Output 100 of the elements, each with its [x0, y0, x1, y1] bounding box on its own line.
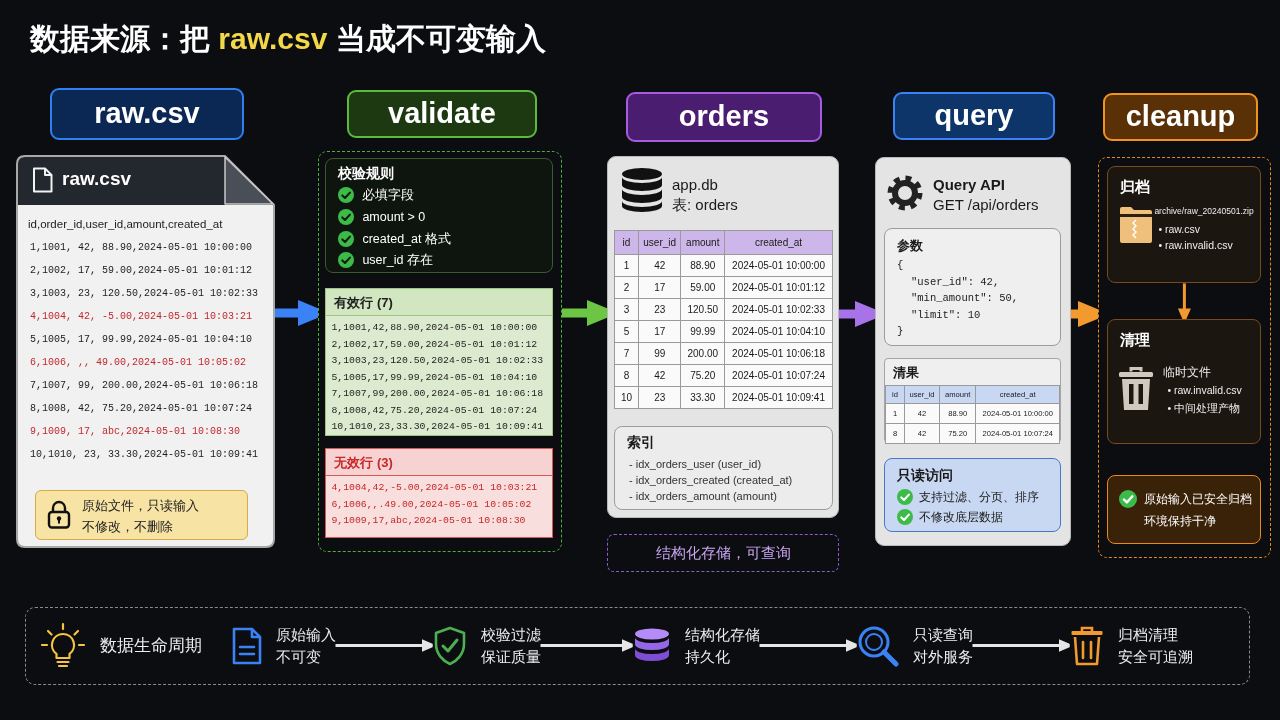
stage-header: cleanup: [1103, 93, 1258, 141]
table-name: 表: orders: [672, 195, 738, 215]
step-title: 只读查询: [912, 624, 973, 645]
csv-row-text: 2,1002, 17, 59.00,2024-05-01 10:01:12: [30, 264, 253, 278]
csv-row-text: 1,1001, 42, 88.90,2024-05-01 10:00:00: [30, 241, 253, 255]
data-row-text: 6,1006,,.49.00,2024-05-01 10:05:02: [331, 497, 532, 512]
table-cell: 8: [614, 364, 639, 387]
table-cell: 2: [614, 276, 639, 299]
card-heading: 无效行 (3): [326, 449, 553, 477]
step-subtitle: 不可变: [275, 646, 322, 667]
step-subtitle: 持久化: [684, 646, 731, 667]
table-cell: 7: [614, 342, 639, 365]
csv-row-text: 6,1006, ,, 49.00,2024-05-01 10:05:02: [30, 356, 247, 370]
csv-row-text: 3,1003, 23, 120.50,2024-05-01 10:02:33: [30, 287, 259, 301]
table-header-cell: amount: [680, 230, 725, 255]
code-line: "user_id": 42,: [911, 274, 1000, 290]
card-heading: 索引: [627, 433, 655, 452]
api-panel: [875, 157, 1071, 546]
data-row-text: 1,1001,42,88.90,2024-05-01 10:00:00: [331, 321, 538, 336]
code-line: {: [897, 258, 904, 273]
step-title: 原始输入: [275, 624, 336, 645]
stage-header: raw.csv: [50, 88, 244, 140]
file-name: raw.csv: [62, 167, 131, 191]
results-card: [884, 358, 1061, 443]
step-title: 校验过滤: [480, 624, 541, 645]
stage-header: validate: [347, 90, 537, 138]
group-frame: [318, 151, 562, 552]
rule-text: amount > 0: [362, 209, 426, 227]
step-subtitle: 保证质量: [480, 646, 541, 667]
data-row-text: 10,1010,23,33.30,2024-05-01 10:09:41: [331, 420, 544, 435]
page-title: 数据来源：把 raw.csv 当成不可变输入: [30, 21, 546, 57]
api-endpoint: GET /api/orders: [933, 195, 1039, 215]
card-heading: 归档: [1120, 177, 1151, 198]
card-heading: 清理: [1120, 330, 1151, 351]
file-item: • 中间处理产物: [1167, 401, 1240, 417]
data-row-text: 8,1008,42,75.20,2024-05-01 10:07:24: [331, 403, 538, 418]
file-item: • raw.invalid.csv: [1158, 238, 1233, 254]
card-heading: 有效行 (7): [326, 289, 553, 317]
stage-header: query: [893, 92, 1055, 140]
storage-note: 结构化存储，可查询: [607, 534, 839, 572]
status-text: 原始输入已安全归档: [1144, 491, 1253, 509]
file-item: • raw.csv: [1158, 222, 1200, 238]
index-item: - idx_orders_user (user_id): [629, 457, 762, 472]
card-heading: 清果: [893, 364, 919, 382]
step-title: 归档清理: [1117, 624, 1179, 645]
csv-header-row-text: id,order_id,user_id,amount,created_at: [28, 217, 223, 232]
api-title: Query API: [933, 175, 1005, 195]
step-subtitle: 安全可追溯: [1117, 646, 1193, 667]
valid-rows-card: [325, 288, 554, 437]
csv-row-text: 5,1005, 17, 99.99,2024-05-01 10:04:10: [30, 333, 253, 347]
status-card: [1107, 475, 1262, 545]
code-line: "min_amount": 50,: [911, 291, 1019, 306]
index-card: [614, 426, 833, 510]
table-header-cell: created_at: [724, 230, 833, 255]
step-title: 结构化存储: [684, 624, 760, 645]
archive-card: [1107, 166, 1262, 284]
database-name: app.db: [672, 175, 718, 195]
table-cell: 10: [614, 386, 639, 409]
invalid-rows-card: [325, 448, 554, 539]
file-group-label: 临时文件: [1163, 365, 1212, 381]
code-line: "limit": 10: [911, 307, 981, 323]
rule-text: user_id 存在: [362, 252, 433, 270]
table-header-cell: user_id: [638, 230, 681, 255]
data-row-text: 9,1009,17,abc,2024-05-01 10:08:30: [331, 514, 526, 529]
csv-file-panel: [16, 155, 275, 548]
data-row-text: 2,1002,17,59.00,2024-05-01 10:01:12: [331, 337, 538, 352]
group-frame: [1098, 157, 1271, 558]
csv-row-text: 9,1009, 17, abc,2024-05-01 10:08:30: [30, 425, 241, 439]
lifecycle-band: [25, 607, 1250, 685]
data-row-text: 3,1003,23,120.50,2024-05-01 10:02:33: [331, 354, 544, 369]
csv-row-text: 4,1004, 42, -5.00,2024-05-01 10:03:21: [30, 310, 253, 324]
file-item: • raw.invalid.csv: [1167, 383, 1242, 399]
rule-text: 必填字段: [362, 187, 415, 205]
card-heading: 校验规则: [338, 165, 395, 184]
step-subtitle: 对外服务: [912, 646, 973, 667]
table-cell: 3: [614, 298, 639, 321]
table-cell: 5: [614, 320, 639, 343]
csv-row-text: 7,1007, 99, 200.00,2024-05-01 10:06:18: [30, 379, 259, 393]
feature-text: 支持过滤、分页、排序: [919, 490, 1039, 505]
data-table: [614, 230, 833, 409]
rule-text: created_at 格式: [362, 230, 451, 248]
code-line: }: [897, 324, 904, 339]
feature-text: 不修改底层数据: [919, 510, 1003, 525]
csv-row-text: 8,1008, 42, 75.20,2024-05-01 10:07:24: [30, 402, 253, 416]
readonly-card: [884, 458, 1061, 532]
table-header-cell: id: [614, 230, 639, 255]
note-text: 原始文件，只读输入: [82, 497, 199, 515]
index-item: - idx_orders_amount (amount): [629, 489, 777, 504]
band-heading: 数据生命周期: [100, 635, 202, 657]
card-heading: 参数: [897, 237, 923, 255]
cleanup-card: [1107, 319, 1262, 445]
params-card: [884, 228, 1061, 346]
archive-path: archive/raw_20240501.zip: [1154, 205, 1254, 219]
data-row-text: 5,1005,17,99.99,2024-05-01 10:04:10: [331, 370, 538, 385]
note-text: 不修改，不删除: [82, 518, 173, 536]
stage-header: orders: [626, 92, 822, 142]
index-item: - idx_orders_created (created_at): [629, 473, 793, 488]
data-row-text: 7,1007,99,200.00,2024-05-01 10:06:18: [331, 387, 544, 402]
note-card: [35, 490, 248, 540]
database-panel: [607, 156, 839, 518]
